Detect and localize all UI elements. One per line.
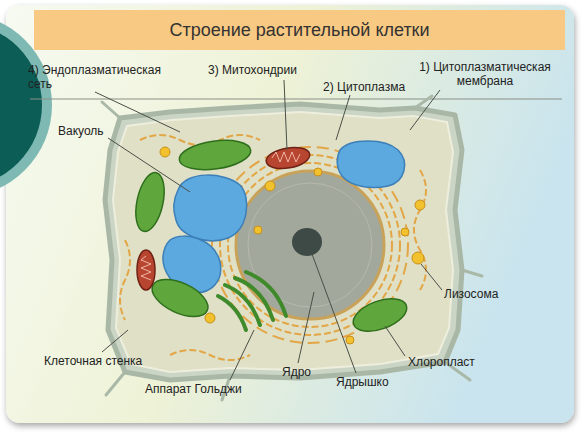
- lysosome: [346, 336, 354, 344]
- chloroplasts: [131, 136, 411, 338]
- leader-lines: [95, 80, 442, 380]
- cell-wall: [105, 104, 462, 380]
- part-label: Клеточная стенка: [44, 354, 174, 368]
- leader-line: [336, 95, 350, 140]
- cytoplasm: [113, 112, 453, 372]
- slide-title: Строение растительной клетки: [34, 10, 565, 50]
- title-banner: [34, 10, 565, 50]
- vacuole: [337, 141, 404, 188]
- lysosome: [314, 168, 322, 176]
- leader-line: [230, 330, 254, 380]
- crista: [272, 152, 300, 162]
- part-label: Вакуоль: [58, 124, 138, 138]
- lysosomes: [160, 147, 425, 344]
- leader-line: [421, 264, 442, 290]
- lysosome: [412, 252, 424, 264]
- chloroplast: [349, 292, 411, 337]
- leader-line: [298, 292, 314, 363]
- vacuole: [174, 175, 247, 241]
- part-label: 3) Митохондрии: [208, 63, 328, 77]
- golgi-apparatus: [218, 272, 286, 330]
- part-label: Ядро: [282, 365, 332, 379]
- nucleus-texture: [248, 183, 372, 307]
- part-label: 4) Эндоплазматическая сеть: [28, 63, 178, 91]
- nucleus: [236, 171, 384, 319]
- endoplasmic-reticulum: [120, 135, 426, 360]
- leader-line: [410, 90, 440, 130]
- nucleolus: [292, 228, 322, 256]
- chloroplast: [177, 136, 252, 174]
- lysosome: [254, 226, 262, 234]
- lysosome: [265, 181, 275, 191]
- crista: [141, 256, 151, 280]
- wall-spike: [462, 270, 482, 276]
- part-label: Ядрышко: [336, 375, 416, 389]
- mitochondrion: [137, 250, 155, 290]
- wall-spike: [106, 372, 125, 395]
- part-label: 1) Цитоплазматическая мембрана: [400, 60, 570, 88]
- part-label: Аппарат Гольджи: [145, 382, 285, 396]
- mitochondria: [137, 144, 311, 290]
- lysosome: [401, 228, 409, 236]
- chloroplast: [131, 170, 169, 234]
- leader-line: [385, 326, 405, 356]
- leader-line: [284, 80, 287, 150]
- part-label: Хлоропласт: [408, 355, 508, 369]
- er-strand: [120, 240, 130, 320]
- golgi-cisterna: [218, 296, 246, 330]
- leader-line: [95, 92, 180, 132]
- wall-spikes: [102, 96, 482, 400]
- lysosome: [160, 147, 170, 157]
- lysosome: [205, 313, 215, 323]
- chloroplast: [146, 272, 213, 325]
- mitochondria-cristae: [141, 152, 300, 280]
- leader-line: [108, 138, 190, 192]
- part-label: Лизосома: [444, 287, 534, 301]
- er-strand: [170, 350, 250, 360]
- leader-line: [312, 254, 356, 373]
- golgi-cisterna: [246, 272, 286, 316]
- slide-ground: [6, 5, 574, 423]
- er-strand: [414, 170, 426, 290]
- part-label: 2) Цитоплазма: [323, 80, 433, 94]
- lysosome: [415, 200, 425, 210]
- wall-spike: [102, 102, 120, 118]
- mitochondrion: [265, 144, 312, 171]
- leader-line: [102, 330, 128, 352]
